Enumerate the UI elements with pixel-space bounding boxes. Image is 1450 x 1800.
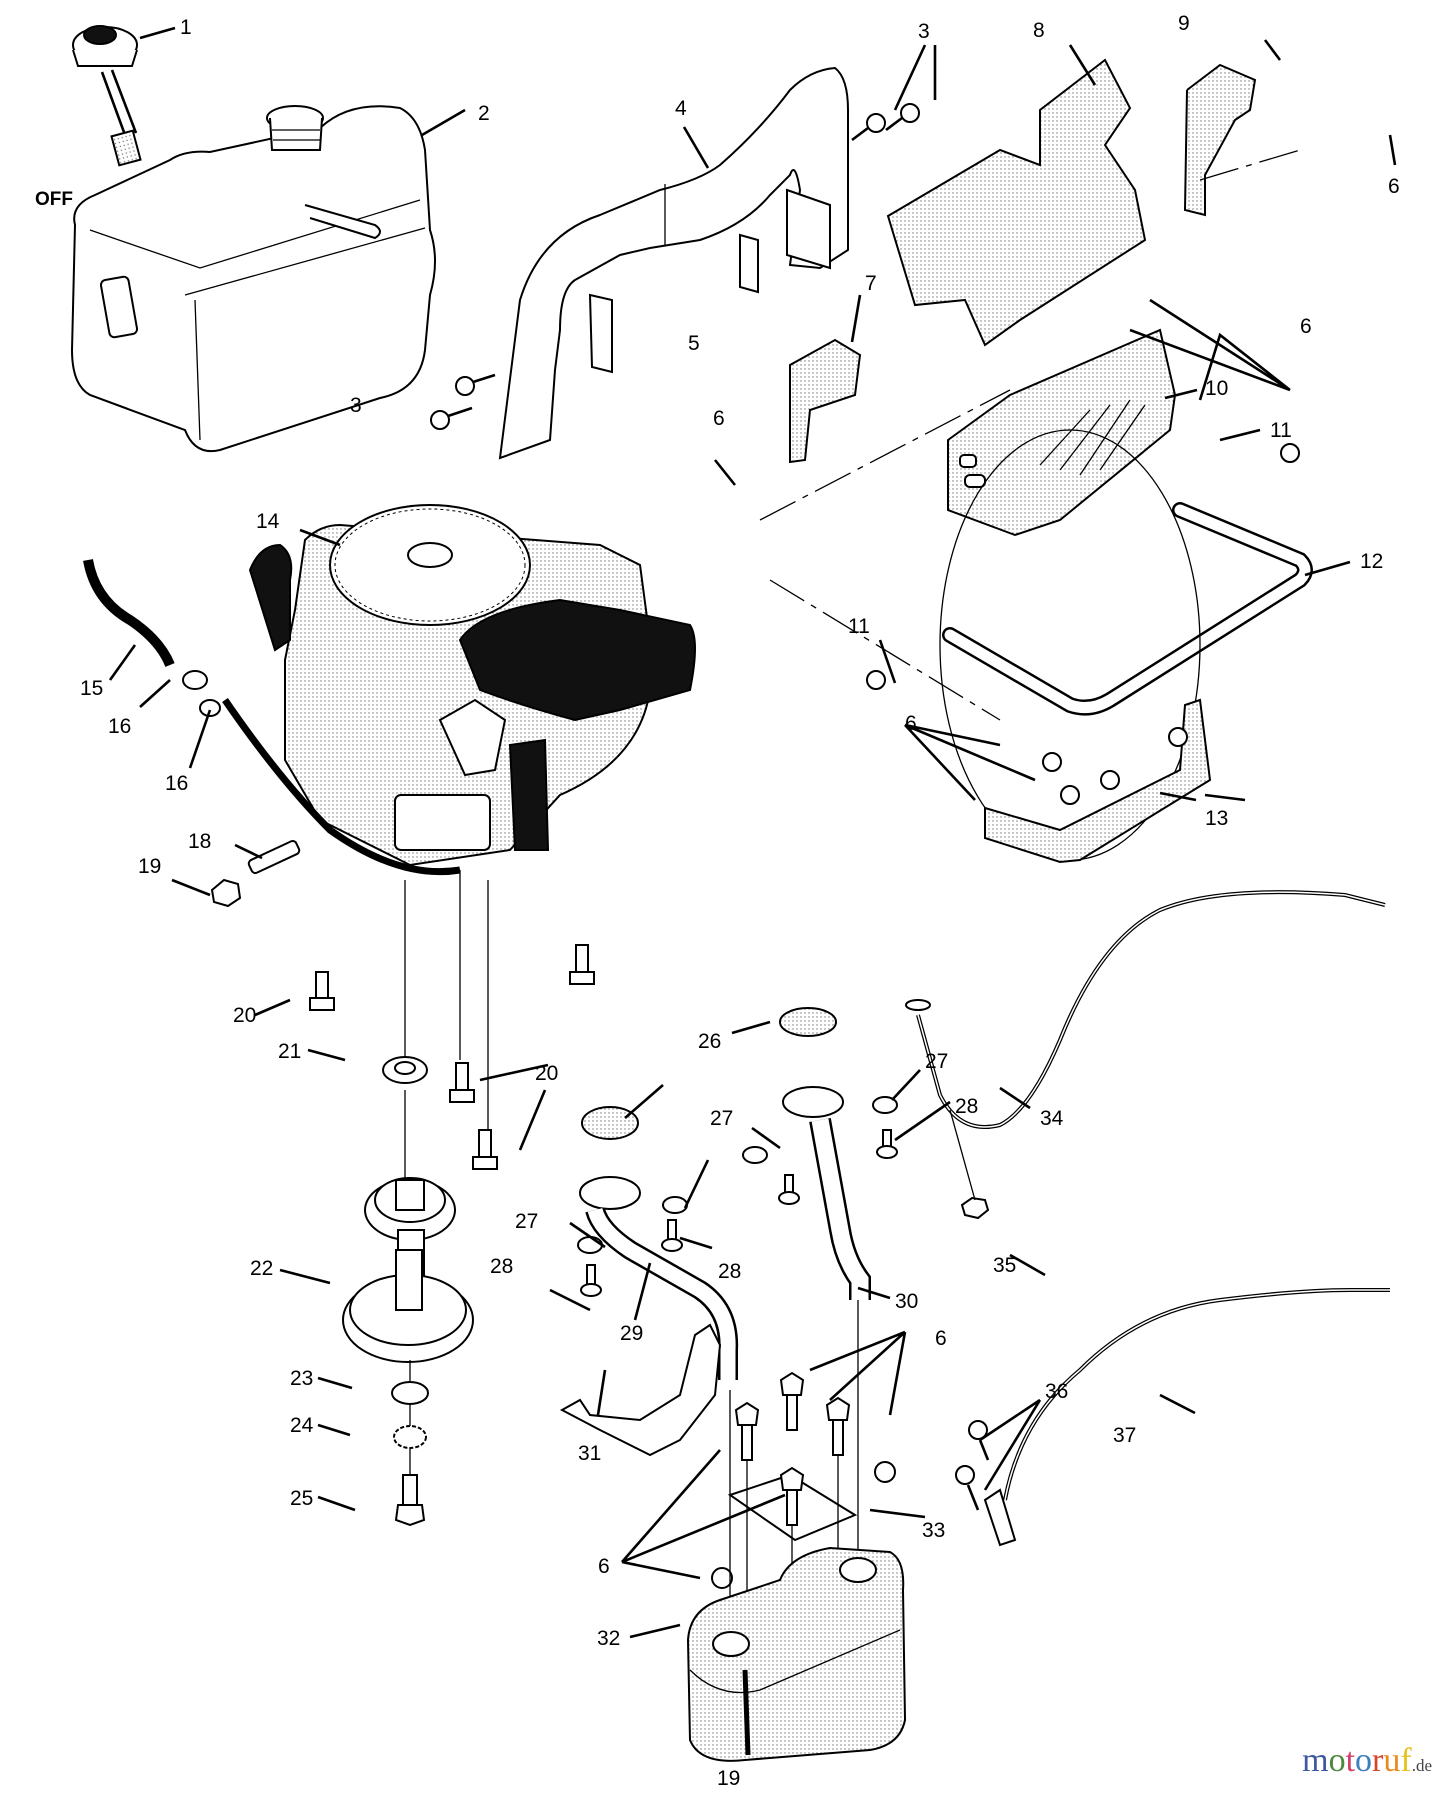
watermark-letter: m (1302, 1742, 1329, 1779)
callout-34: 34 (1040, 1107, 1064, 1130)
watermark-letter: t (1345, 1742, 1356, 1779)
callout-2: 2 (478, 102, 490, 125)
callout-3-bottom: 3 (350, 394, 362, 417)
muffler-guard (947, 328, 1177, 537)
exhaust-pipe-29 (579, 1176, 739, 1380)
watermark-letter: o (1328, 1742, 1346, 1779)
watermark-letter: f (1400, 1742, 1412, 1779)
washer-23 (391, 1381, 429, 1405)
callout-15: 15 (80, 677, 103, 700)
callout-26: 26 (698, 1030, 721, 1053)
callout-37: 37 (1113, 1424, 1136, 1447)
callout-28-a: 28 (490, 1255, 513, 1278)
clamp (182, 670, 208, 690)
callout-21: 21 (278, 1040, 301, 1063)
callout-35: 35 (993, 1254, 1016, 1277)
spacer (382, 1056, 428, 1084)
callout-6-a: 6 (1388, 175, 1400, 198)
callout-10: 10 (1205, 377, 1228, 400)
callout-6-b: 6 (1300, 315, 1312, 338)
callout-16-b: 16 (165, 772, 188, 795)
callout-6-e: 6 (935, 1327, 947, 1350)
callout-29: 29 (620, 1322, 643, 1345)
callout-33: 33 (922, 1519, 945, 1542)
callout-23: 23 (290, 1367, 313, 1390)
screw-group-3-bottom (430, 373, 496, 430)
bolt-25 (394, 1474, 426, 1527)
callout-20-a: 20 (233, 1004, 256, 1027)
screw-36 (955, 1420, 990, 1511)
callout-24: 24 (290, 1414, 314, 1437)
leader-lines (108, 26, 1397, 1639)
callout-18: 18 (188, 830, 211, 853)
callout-labels: 1 2 3 3 4 5 6 6 6 6 6 6 7 8 9 10 11 11 1… (80, 12, 1400, 1790)
callout-19-a: 19 (138, 855, 161, 878)
callout-28-b: 28 (718, 1260, 741, 1283)
callout-4: 4 (675, 97, 687, 120)
watermark-letter: r (1372, 1742, 1384, 1779)
callout-27-c: 27 (925, 1050, 948, 1073)
callout-11-b: 11 (848, 615, 870, 638)
bracket-31 (559, 1323, 722, 1457)
bolt-20 (309, 944, 595, 1170)
callout-31: 31 (578, 1442, 601, 1465)
callout-6-f: 6 (598, 1555, 610, 1578)
callout-16-a: 16 (108, 715, 131, 738)
muffler (686, 1546, 907, 1762)
heat-shield (498, 66, 849, 460)
callout-27-a: 27 (710, 1107, 733, 1130)
screw-group-3-top (851, 103, 920, 142)
clamp (199, 699, 221, 717)
fuel-tank (70, 105, 436, 452)
choke-cable (905, 890, 1386, 1129)
callout-11-a: 11 (1270, 419, 1292, 442)
callout-32: 32 (597, 1627, 620, 1650)
lock-washer-24 (393, 1425, 427, 1449)
screw-28 (580, 1129, 898, 1297)
callout-25: 25 (290, 1487, 313, 1510)
callout-1: 1 (180, 16, 192, 39)
callout-7: 7 (865, 272, 877, 295)
callout-30: 30 (895, 1290, 918, 1313)
pulley (342, 1177, 474, 1363)
guard-bracket (984, 698, 1212, 864)
watermark-tld: .de (1411, 1756, 1432, 1775)
callout-8: 8 (1033, 19, 1045, 42)
callout-3-top: 3 (918, 20, 930, 43)
callout-12: 12 (1360, 550, 1383, 573)
watermark-logo: motoruf.de (1302, 1742, 1432, 1780)
shield-plate (886, 58, 1147, 347)
callout-9: 9 (1178, 12, 1190, 35)
callout-6-c: 6 (713, 407, 725, 430)
nut (960, 1196, 990, 1220)
fuel-line (83, 559, 175, 668)
fuel-cap (72, 25, 142, 167)
fuel-line-lower (222, 698, 461, 876)
drain-valve (210, 839, 301, 908)
callout-27-b: 27 (515, 1210, 538, 1233)
bracket-9 (1183, 63, 1257, 217)
state-label-off: OFF (35, 189, 73, 210)
callout-20-b: 20 (535, 1062, 558, 1085)
callout-19-b: 19 (717, 1767, 740, 1790)
callout-14: 14 (256, 510, 280, 533)
engine (248, 504, 696, 867)
watermark-letter: u (1383, 1742, 1401, 1779)
throttle-cable (983, 1288, 1390, 1547)
exhaust-pipe-30 (782, 1086, 871, 1300)
callout-5: 5 (688, 332, 700, 355)
bracket-7 (789, 338, 862, 464)
callout-36: 36 (1045, 1380, 1068, 1403)
watermark-brand: motoruf (1302, 1742, 1412, 1779)
watermark-letter: o (1355, 1742, 1373, 1779)
callout-22: 22 (250, 1257, 273, 1280)
callout-28-c: 28 (955, 1095, 978, 1118)
gasket (581, 1007, 837, 1140)
callout-6-d: 6 (905, 712, 917, 735)
callout-13: 13 (1205, 807, 1228, 830)
